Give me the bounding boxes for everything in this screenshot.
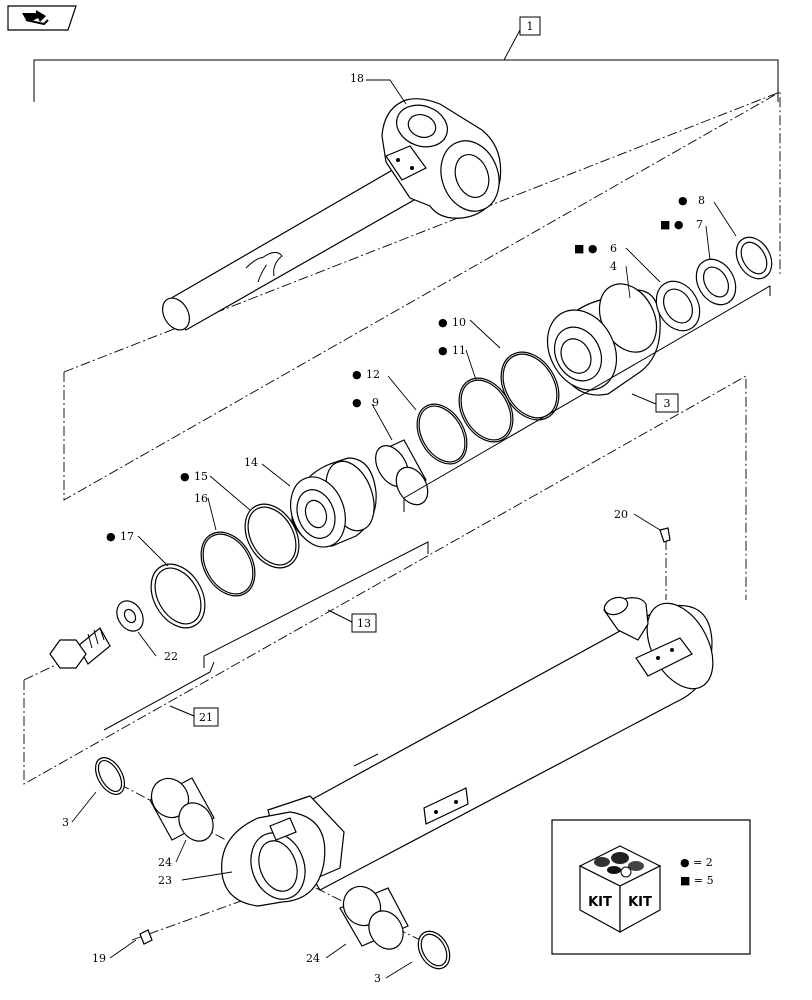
o-ring-10 bbox=[500, 351, 560, 421]
callout-17-mark: ● bbox=[106, 530, 116, 543]
callout-15: 15 bbox=[194, 470, 208, 483]
ring-15 bbox=[244, 503, 300, 569]
grease-fitting-19 bbox=[139, 929, 153, 945]
callout-24-upper: 24 bbox=[158, 856, 172, 869]
leader-lines bbox=[71, 79, 737, 979]
bushing-24-lower bbox=[339, 885, 409, 950]
grease-fitting-20 bbox=[659, 527, 671, 543]
kit-label-left: KIT bbox=[588, 895, 612, 910]
bushing-9 bbox=[375, 439, 429, 506]
callout-8: 8 bbox=[698, 194, 705, 207]
callout-12: 12 bbox=[366, 368, 380, 381]
assembly-bracket: 1 bbox=[33, 16, 779, 102]
callout-22: 22 bbox=[164, 650, 178, 663]
ring-16 bbox=[200, 531, 256, 597]
callout-9: 9 bbox=[372, 396, 379, 409]
kit-box-icon: KIT KIT bbox=[578, 845, 662, 934]
subassembly-bracket-21: 21 bbox=[103, 661, 219, 731]
o-ring-11 bbox=[458, 377, 514, 443]
callout-23: 23 bbox=[158, 874, 172, 887]
callout-11-mark: ● bbox=[438, 344, 448, 357]
seal-6 bbox=[655, 280, 701, 332]
callouts: 18 ● 8 ■ ● 7 ■ ● 6 4 ● 10 ● 11 ● 12 ● 9 … bbox=[62, 72, 705, 985]
callout-7-mark: ■ ● bbox=[660, 218, 684, 231]
callout-7: 7 bbox=[696, 218, 703, 231]
o-ring-12 bbox=[416, 403, 468, 465]
wear-ring-17 bbox=[150, 563, 206, 629]
callout-6-mark: ■ ● bbox=[574, 242, 598, 255]
box-label-13: 13 bbox=[357, 617, 371, 630]
washer-22 bbox=[116, 600, 144, 632]
callout-10-mark: ● bbox=[438, 316, 448, 329]
kit-legend: KIT KIT ● = 2 ■ = 5 bbox=[551, 819, 751, 955]
callout-6: 6 bbox=[610, 242, 617, 255]
snap-ring-3-lower bbox=[417, 930, 451, 970]
kit-label-right: KIT bbox=[628, 895, 652, 910]
subassembly-bracket-3: 3 bbox=[403, 285, 771, 512]
callout-10: 10 bbox=[452, 316, 466, 329]
callout-8-mark: ● bbox=[678, 194, 688, 207]
cylinder-barrel bbox=[221, 596, 714, 907]
callout-20: 20 bbox=[614, 508, 628, 521]
callout-16: 16 bbox=[194, 492, 208, 505]
piston-rod bbox=[161, 98, 502, 331]
callout-3-upper: 3 bbox=[62, 816, 69, 829]
legend-square-row: ■ = 5 bbox=[680, 874, 714, 887]
bolt bbox=[49, 627, 111, 669]
callout-14: 14 bbox=[244, 456, 258, 469]
callout-3-lower: 3 bbox=[374, 972, 381, 985]
seal-7 bbox=[695, 258, 737, 306]
box-label-3: 3 bbox=[664, 397, 671, 410]
piston bbox=[290, 457, 377, 548]
callout-12-mark: ● bbox=[352, 368, 362, 381]
gland bbox=[546, 283, 661, 396]
legend-circle-row: ● = 2 bbox=[680, 856, 713, 869]
box-label-21: 21 bbox=[199, 711, 213, 724]
snap-ring-3-upper bbox=[94, 757, 126, 795]
callout-4: 4 bbox=[610, 260, 617, 273]
callout-24-lower: 24 bbox=[306, 952, 320, 965]
callout-18: 18 bbox=[350, 72, 364, 85]
assembly-label: 1 bbox=[527, 20, 534, 33]
bushing-24-upper bbox=[149, 777, 215, 842]
callout-17: 17 bbox=[120, 530, 134, 543]
callout-9-mark: ● bbox=[352, 396, 362, 409]
subassembly-bracket-13: 13 bbox=[203, 541, 429, 668]
ring-8 bbox=[735, 236, 773, 280]
callout-15-mark: ● bbox=[180, 470, 190, 483]
navigation-arrow-icon[interactable] bbox=[7, 5, 77, 31]
callout-11: 11 bbox=[452, 344, 466, 357]
callout-19: 19 bbox=[92, 952, 106, 965]
